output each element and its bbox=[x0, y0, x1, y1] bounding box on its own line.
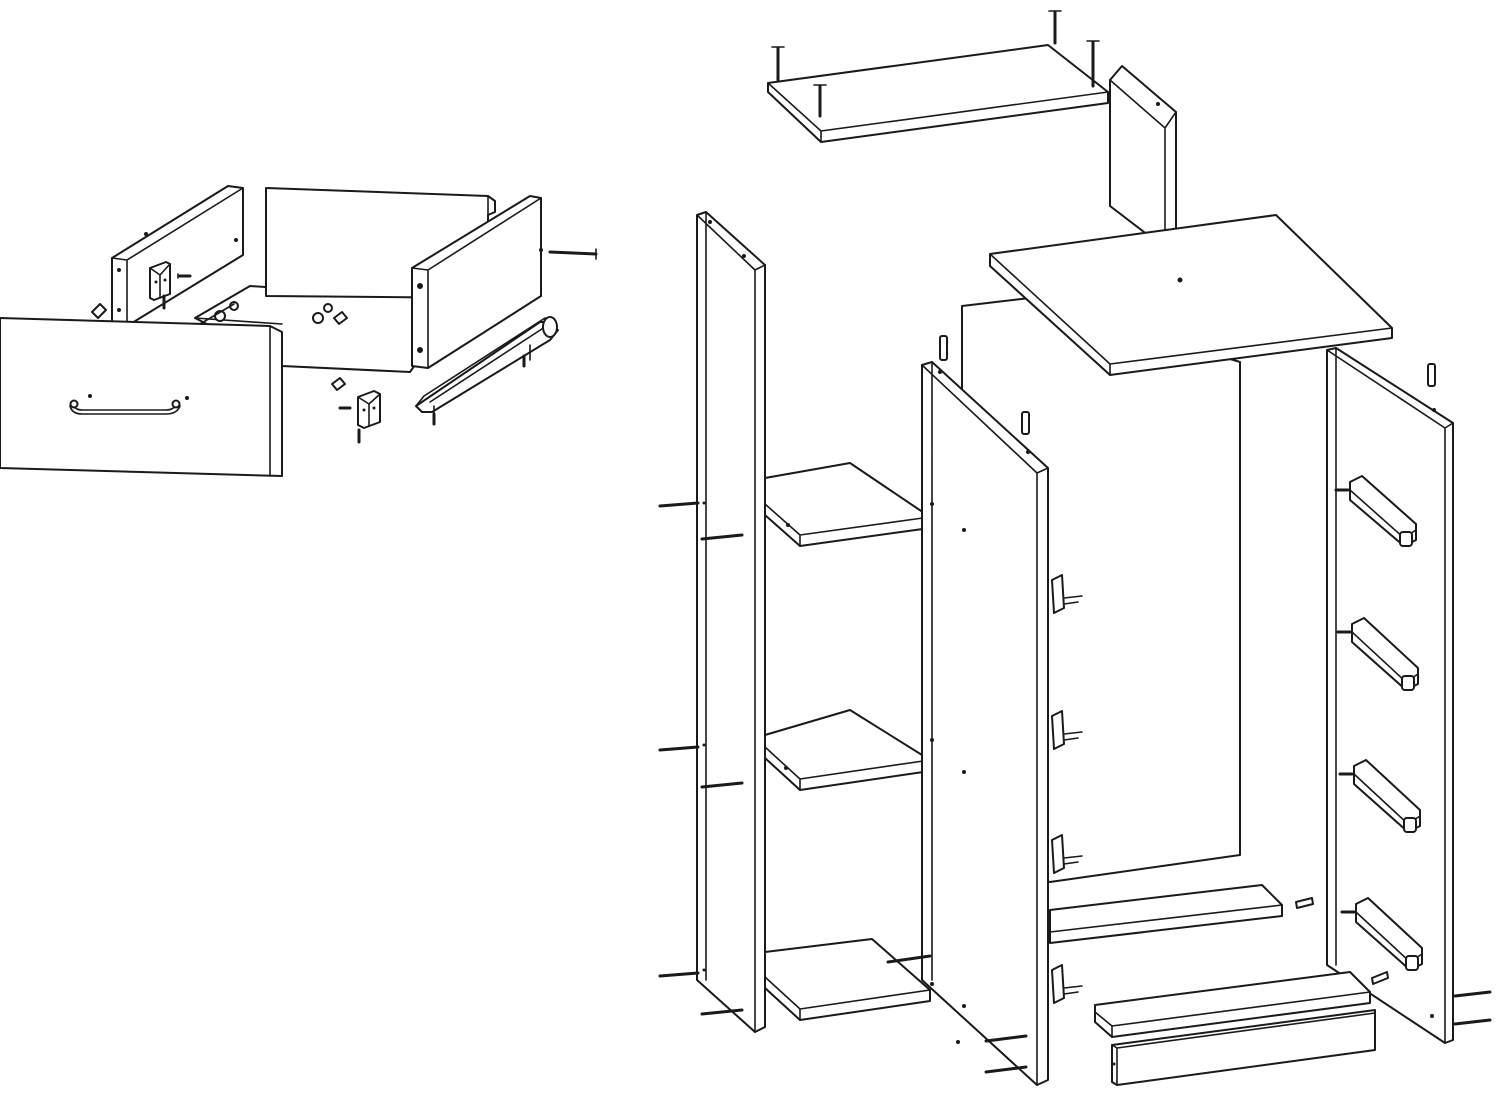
cabinet-dowels bbox=[939, 335, 1436, 985]
hinges-middle-divider bbox=[1051, 574, 1083, 1004]
top-board bbox=[989, 214, 1393, 376]
drawer-handle bbox=[69, 399, 181, 415]
top-cap-screws bbox=[771, 10, 1100, 118]
wooden-dowel-icon bbox=[939, 335, 948, 361]
screw-icon bbox=[1086, 40, 1100, 88]
right-side-panel bbox=[1326, 347, 1454, 1044]
screw-icon bbox=[700, 781, 744, 789]
cam-lock-icon bbox=[199, 301, 239, 325]
top-cap-panel bbox=[767, 44, 1109, 143]
drawer-runner-icon bbox=[1338, 759, 1421, 833]
screw-icon bbox=[1048, 10, 1062, 45]
screw-icon bbox=[700, 533, 744, 541]
drawer-fittings bbox=[91, 248, 598, 444]
cabinet-assembly bbox=[658, 10, 1492, 1086]
upper-divider-panel bbox=[1109, 65, 1177, 249]
hinge-icon bbox=[1051, 834, 1083, 874]
screw-icon bbox=[1453, 990, 1492, 998]
middle-divider-panel bbox=[921, 361, 1049, 1086]
corner-bracket-lower bbox=[357, 390, 381, 429]
shelf-upper bbox=[764, 462, 931, 547]
screw-icon bbox=[658, 743, 706, 752]
plinth-front-board bbox=[1111, 1009, 1376, 1086]
screw-icon bbox=[658, 501, 706, 508]
wooden-dowel-icon bbox=[1295, 897, 1314, 909]
left-side-panel bbox=[696, 211, 766, 1033]
screw-icon bbox=[771, 46, 785, 82]
screw-icon bbox=[813, 84, 827, 118]
wooden-dowel-icon bbox=[91, 303, 107, 319]
corner-bracket-upper bbox=[149, 261, 171, 301]
screw-icon bbox=[984, 1065, 1028, 1074]
drawer-runner-icon bbox=[1336, 617, 1419, 691]
wooden-dowel-icon bbox=[1021, 411, 1030, 435]
plinth-rail-rear bbox=[1049, 884, 1283, 944]
drawer-runner-left bbox=[415, 316, 559, 421]
wooden-dowel-icon bbox=[331, 377, 346, 391]
screw-icon bbox=[886, 954, 932, 964]
wooden-dowel-icon bbox=[1427, 363, 1436, 387]
screw-icon bbox=[700, 1008, 744, 1016]
drawer-runner-icon bbox=[1340, 897, 1423, 971]
drawer-assembly bbox=[0, 185, 598, 477]
hinge-icon bbox=[1051, 964, 1083, 1004]
drawer-right-side-panel bbox=[411, 195, 543, 369]
drawer-runner-icon bbox=[1334, 475, 1417, 547]
screw-icon bbox=[658, 968, 706, 978]
plinth-rail-upper bbox=[1094, 971, 1371, 1038]
runners-right-panel bbox=[1334, 475, 1423, 971]
shelf-lower bbox=[764, 938, 931, 1021]
cam-lock-icon bbox=[312, 303, 333, 324]
hinge-icon bbox=[1051, 710, 1083, 750]
screw-icon bbox=[548, 248, 598, 260]
cabinet-screws bbox=[658, 501, 1492, 1074]
screw-icon bbox=[177, 273, 192, 279]
drawer-front-panel bbox=[0, 317, 283, 477]
screw-icon bbox=[984, 1034, 1028, 1043]
wooden-dowel-icon bbox=[333, 311, 348, 325]
screw-icon bbox=[1453, 1018, 1492, 1026]
wooden-dowel-icon bbox=[1371, 971, 1389, 985]
shelf-middle bbox=[764, 709, 931, 791]
hinge-icon bbox=[1051, 574, 1083, 614]
